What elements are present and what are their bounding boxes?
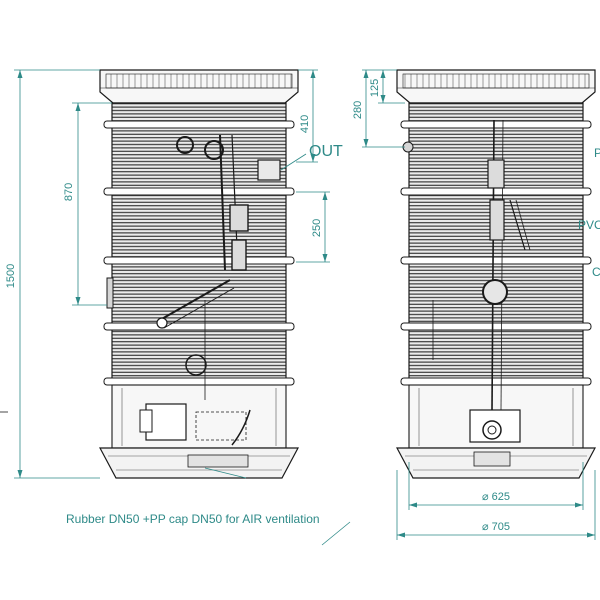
outlet-label: OUT: [309, 143, 343, 160]
dim-label-1500: 1500: [5, 264, 17, 288]
side-label-c: C: [592, 265, 600, 279]
left-view-tank: [99, 69, 299, 479]
dim-label-280: 280: [352, 101, 364, 119]
dim-label-125: 125: [369, 79, 381, 97]
dim-label-diameter-705: ⌀ 705: [482, 521, 510, 533]
dim-label-250: 250: [311, 219, 323, 237]
side-label-pvc: PVC: [578, 218, 600, 232]
dim-label-410: 410: [299, 115, 311, 133]
side-label-p: P: [594, 146, 600, 160]
dim-label-diameter-625: ⌀ 625: [482, 491, 510, 503]
right-view-tank: [396, 69, 596, 479]
ventilation-note: Rubber DN50 +PP cap DN50 for AIR ventila…: [66, 512, 320, 526]
dimension-arrows: [17, 70, 595, 538]
dim-label-870: 870: [63, 183, 75, 201]
